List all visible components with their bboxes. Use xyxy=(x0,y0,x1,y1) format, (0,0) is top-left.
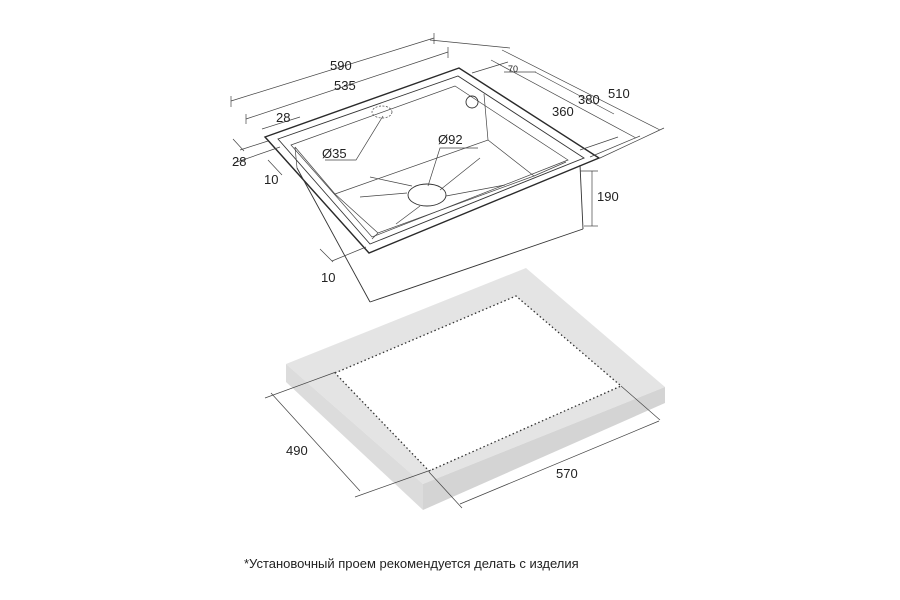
cutout-opening xyxy=(335,296,621,471)
dim-drain-diameter: Ø92 xyxy=(438,132,463,147)
bowl-wall-right xyxy=(579,164,584,230)
sink-dimensions xyxy=(230,33,665,263)
sink-drawing xyxy=(263,67,601,303)
dim-bowl-height: 190 xyxy=(597,189,619,204)
faucet-hole xyxy=(371,105,393,119)
sink-rim-outer xyxy=(263,67,601,254)
bowl-floor xyxy=(334,139,535,234)
countertop-dimensions xyxy=(264,371,661,509)
drain-hole xyxy=(407,183,447,207)
bowl-wall-front-left xyxy=(296,167,371,303)
countertop-left-edge xyxy=(286,364,423,510)
dim-rim-edge: 10 xyxy=(264,172,278,187)
countertop-drawing xyxy=(286,268,665,510)
dim-bowl-width: 535 xyxy=(334,78,356,93)
dim-rim-edge-front: 10 xyxy=(321,270,335,285)
dim-cutout-width: 570 xyxy=(556,466,578,481)
sink-rim-inner xyxy=(277,75,585,245)
dim-overall-depth: 510 xyxy=(608,86,630,101)
overflow-hole xyxy=(465,95,479,109)
dim-cutout-depth: 490 xyxy=(286,443,308,458)
bowl-wall-front-bottom xyxy=(369,228,584,303)
dim-corner-offset: 70 xyxy=(508,64,518,74)
countertop-front-edge xyxy=(423,387,665,510)
bowl-opening xyxy=(290,85,569,238)
dim-faucet-hole-diameter: Ø35 xyxy=(322,146,347,161)
dim-rim-offset-top: 28 xyxy=(276,110,290,125)
bowl-corner-left xyxy=(294,146,298,169)
dim-bowl-depth: 380 xyxy=(578,92,600,107)
installation-note: *Установочный проем рекомендуется делать… xyxy=(244,556,579,571)
dim-rim-offset-side: 28 xyxy=(232,154,246,169)
dim-bowl-inner-depth: 360 xyxy=(552,104,574,119)
dim-overall-width: 590 xyxy=(330,58,352,73)
